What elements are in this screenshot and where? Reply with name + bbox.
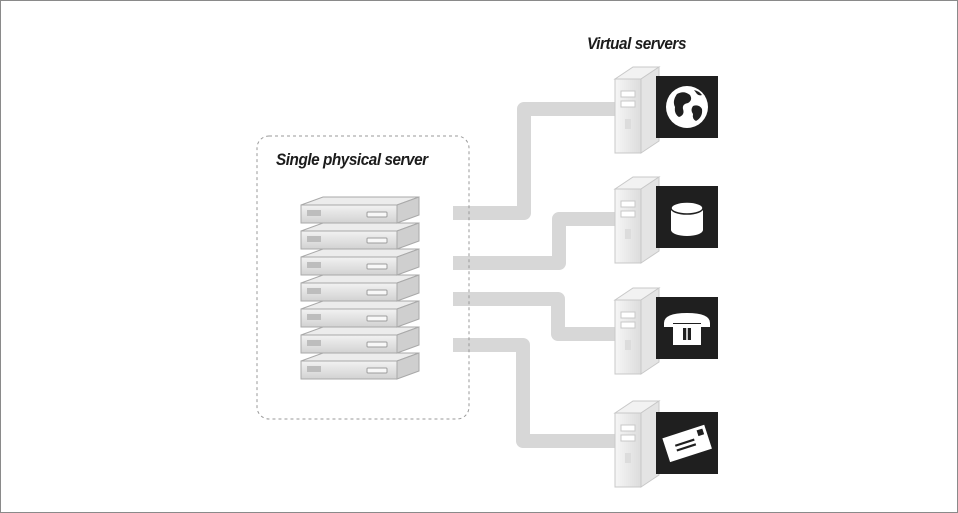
connector-line-database xyxy=(453,212,615,270)
virtual-server-tower xyxy=(613,400,661,488)
telephone-icon xyxy=(656,297,718,359)
virtual-server-towers xyxy=(613,66,661,488)
virtual-server-tower xyxy=(613,176,661,264)
connector-line-globe xyxy=(453,102,615,220)
rack-unit xyxy=(300,196,420,224)
virtual-server-tower xyxy=(613,287,661,375)
database-icon xyxy=(656,186,718,248)
rack-unit xyxy=(300,274,420,302)
rack-unit xyxy=(300,352,420,380)
connector-lines xyxy=(453,102,615,448)
rack-unit xyxy=(300,326,420,354)
virtual-servers-label: Virtual servers xyxy=(587,34,686,53)
connector-line-email xyxy=(453,338,615,448)
virtual-server-tower xyxy=(613,66,661,154)
physical-server-boundary xyxy=(256,135,470,420)
connector-line-telephone xyxy=(453,292,615,341)
email-icon xyxy=(656,412,718,474)
rack-unit xyxy=(300,300,420,328)
rack-unit xyxy=(300,222,420,250)
rack-server-stack xyxy=(300,196,420,380)
physical-server-label: Single physical server xyxy=(276,150,428,169)
rack-unit xyxy=(300,248,420,276)
globe-icon xyxy=(656,76,718,138)
